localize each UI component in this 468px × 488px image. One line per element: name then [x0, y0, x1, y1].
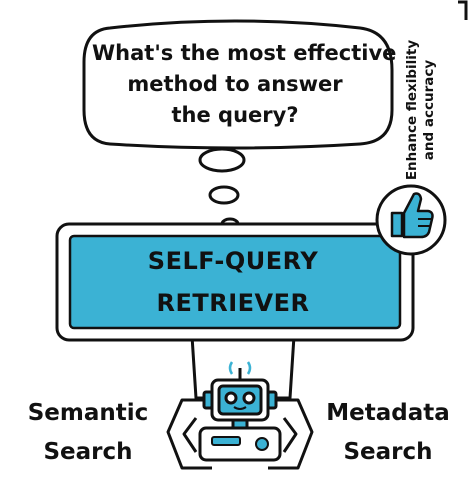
corner-mark [458, 0, 468, 20]
thumbs-up-icon [375, 184, 447, 256]
right-arrow [268, 398, 314, 470]
side-note-line-1: Enhance flexibility [404, 39, 420, 181]
metadata-search-label: Metadata Search [318, 394, 458, 472]
metadata-line-1: Metadata [326, 400, 450, 426]
robot-icon [198, 361, 282, 462]
banner-title: SELF-QUERY RETRIEVER [72, 240, 394, 324]
banner-line-2: RETRIEVER [156, 289, 310, 317]
semantic-line-2: Search [43, 439, 133, 465]
thought-bubble [82, 19, 394, 150]
banner-line-1: SELF-QUERY [147, 247, 319, 275]
semantic-search-label: Semantic Search [18, 394, 158, 472]
metadata-line-2: Search [343, 439, 433, 465]
question-text: What's the most effective method to answ… [92, 38, 397, 131]
semantic-line-1: Semantic [27, 400, 149, 426]
question-line-3: the query? [171, 103, 299, 127]
thought-cloud-icon [198, 147, 246, 231]
left-arrow [166, 398, 212, 470]
retriever-banner [55, 222, 415, 342]
side-note: Enhance flexibility and accuracy [392, 30, 450, 190]
side-note-line-2: and accuracy [421, 59, 437, 161]
question-line-1: What's the most effective [92, 41, 397, 65]
question-line-2: method to answer [127, 72, 343, 96]
